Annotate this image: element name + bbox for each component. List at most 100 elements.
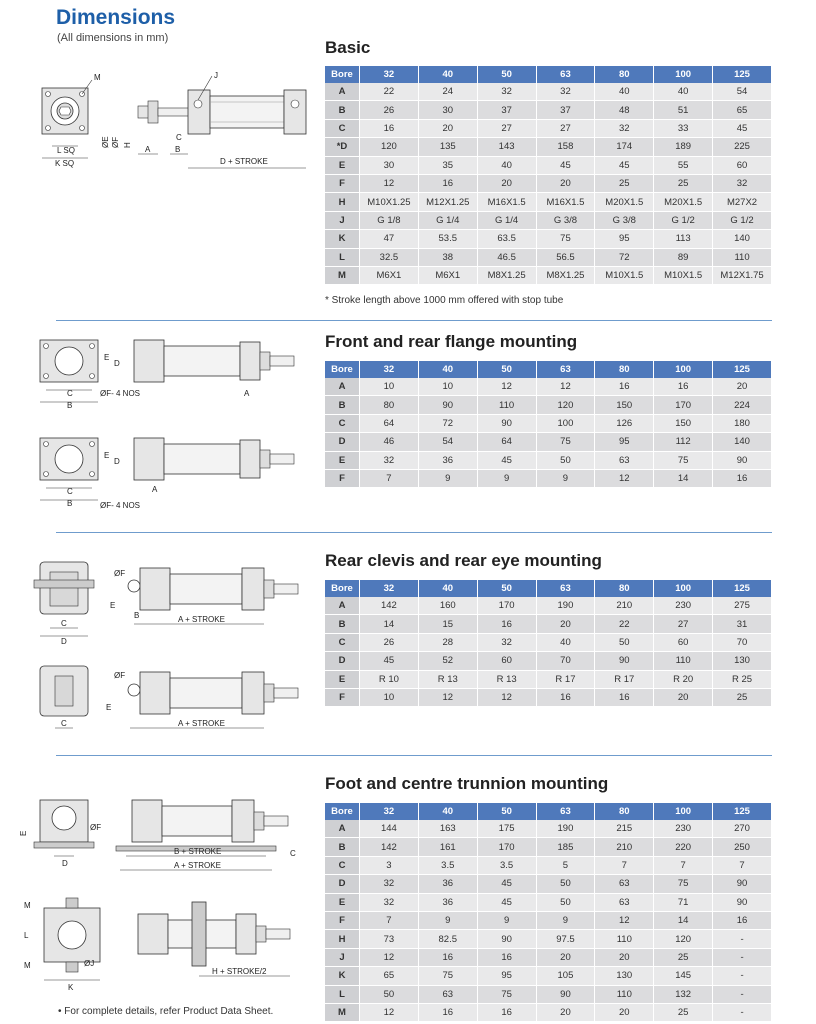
table-cell: 7 <box>595 856 655 876</box>
table-cell: 30 <box>360 156 419 175</box>
table-cell: 14 <box>654 911 714 931</box>
table-cell: 16 <box>418 174 478 194</box>
row-label: D <box>325 433 360 452</box>
dimension-label: E <box>104 451 109 460</box>
dimension-label: A + STROKE <box>174 861 221 870</box>
dimension-label: C <box>176 133 182 142</box>
table-cell: 24 <box>418 83 478 102</box>
table-cell: 52 <box>418 652 478 671</box>
footnote: * Stroke length above 1000 mm offered wi… <box>325 295 564 306</box>
table-cell: 32 <box>477 83 537 102</box>
dimension-label: E <box>104 353 109 362</box>
row-label: M <box>325 266 360 286</box>
column-header: 50 <box>477 361 537 378</box>
table-cell: 45 <box>595 156 655 175</box>
table-cell: 65 <box>713 101 772 120</box>
table-cell: 65 <box>360 967 419 986</box>
table-cell: 220 <box>654 838 714 857</box>
column-header: 100 <box>654 580 714 597</box>
column-header: 40 <box>418 580 478 597</box>
row-label: C <box>325 414 360 434</box>
table-cell: 55 <box>654 156 714 175</box>
table-cell: M12X1.25 <box>418 193 478 212</box>
table-cell: 12 <box>595 911 655 931</box>
table-cell: 12 <box>536 378 596 397</box>
table-cell: 275 <box>713 597 772 616</box>
table-cell: 10 <box>360 378 419 397</box>
table-cell: 70 <box>536 652 596 671</box>
table-cell: 37 <box>477 101 537 120</box>
table-cell: 75 <box>477 985 537 1004</box>
table-cell: 189 <box>654 138 714 157</box>
section-title-clevis: Rear clevis and rear eye mounting <box>325 551 602 570</box>
row-label: F <box>325 911 360 931</box>
table-cell: 82.5 <box>418 930 478 949</box>
table-cell: 130 <box>713 652 772 671</box>
dimension-label: ØF- 4 NOS <box>100 389 140 398</box>
table-cell: 95 <box>595 433 655 452</box>
table-cell: 20 <box>536 1003 596 1023</box>
table-cell: 40 <box>477 156 537 175</box>
table-cell: 26 <box>360 101 419 120</box>
table-cell: 16 <box>477 1003 537 1023</box>
row-label: B <box>325 615 360 634</box>
table-cell: 32.5 <box>360 248 419 267</box>
table-cell: R 10 <box>360 670 419 689</box>
table-cell: G 3/8 <box>595 211 655 231</box>
row-label: C <box>325 633 360 653</box>
table-cell: 32 <box>713 174 772 194</box>
table-cell: 230 <box>654 597 714 616</box>
table-cell: 16 <box>477 948 537 968</box>
table-cell: 10 <box>418 378 478 397</box>
dimension-label: ØF <box>111 137 120 148</box>
dimension-label: D <box>62 859 68 868</box>
table-cell: 105 <box>536 967 596 986</box>
table-cell: 20 <box>654 688 714 708</box>
table-cell: 63 <box>418 985 478 1004</box>
table-cell: 163 <box>418 820 478 839</box>
table-cell: 75 <box>536 433 596 452</box>
table-cell: 158 <box>536 138 596 157</box>
dimension-label: M <box>24 901 31 910</box>
table-cell: 120 <box>360 138 419 157</box>
table-cell: 210 <box>595 838 655 857</box>
column-header: 40 <box>418 361 478 378</box>
column-header: 125 <box>713 66 772 83</box>
table-cell: 38 <box>418 248 478 267</box>
table-cell: 143 <box>477 138 537 157</box>
table-cell: 150 <box>654 414 714 434</box>
table-cell: G 1/4 <box>477 211 537 231</box>
table-cell: 50 <box>536 875 596 894</box>
dimension-label: L SQ <box>57 146 75 155</box>
column-header: Bore <box>325 361 360 378</box>
table-cell: 5 <box>536 856 596 876</box>
table-cell: 113 <box>654 230 714 249</box>
table-cell: 270 <box>713 820 772 839</box>
table-cell: 224 <box>713 396 772 415</box>
basic-drawing: M L SQ K SQ J ØE ØF H A B C D + STROKE <box>41 71 307 169</box>
table-cell: G 1/2 <box>654 211 714 231</box>
table-cell: 16 <box>713 911 772 931</box>
table-cell: 72 <box>418 414 478 434</box>
table-cell: 174 <box>595 138 655 157</box>
row-label: E <box>325 156 360 175</box>
table-cell: 75 <box>654 451 714 470</box>
table-cell: 26 <box>360 633 419 653</box>
table-cell: 22 <box>360 83 419 102</box>
table-cell: 32 <box>360 893 419 912</box>
column-header: 32 <box>360 66 419 83</box>
row-label: F <box>325 688 360 708</box>
table-cell: 48 <box>595 101 655 120</box>
table-cell: 110 <box>654 652 714 671</box>
